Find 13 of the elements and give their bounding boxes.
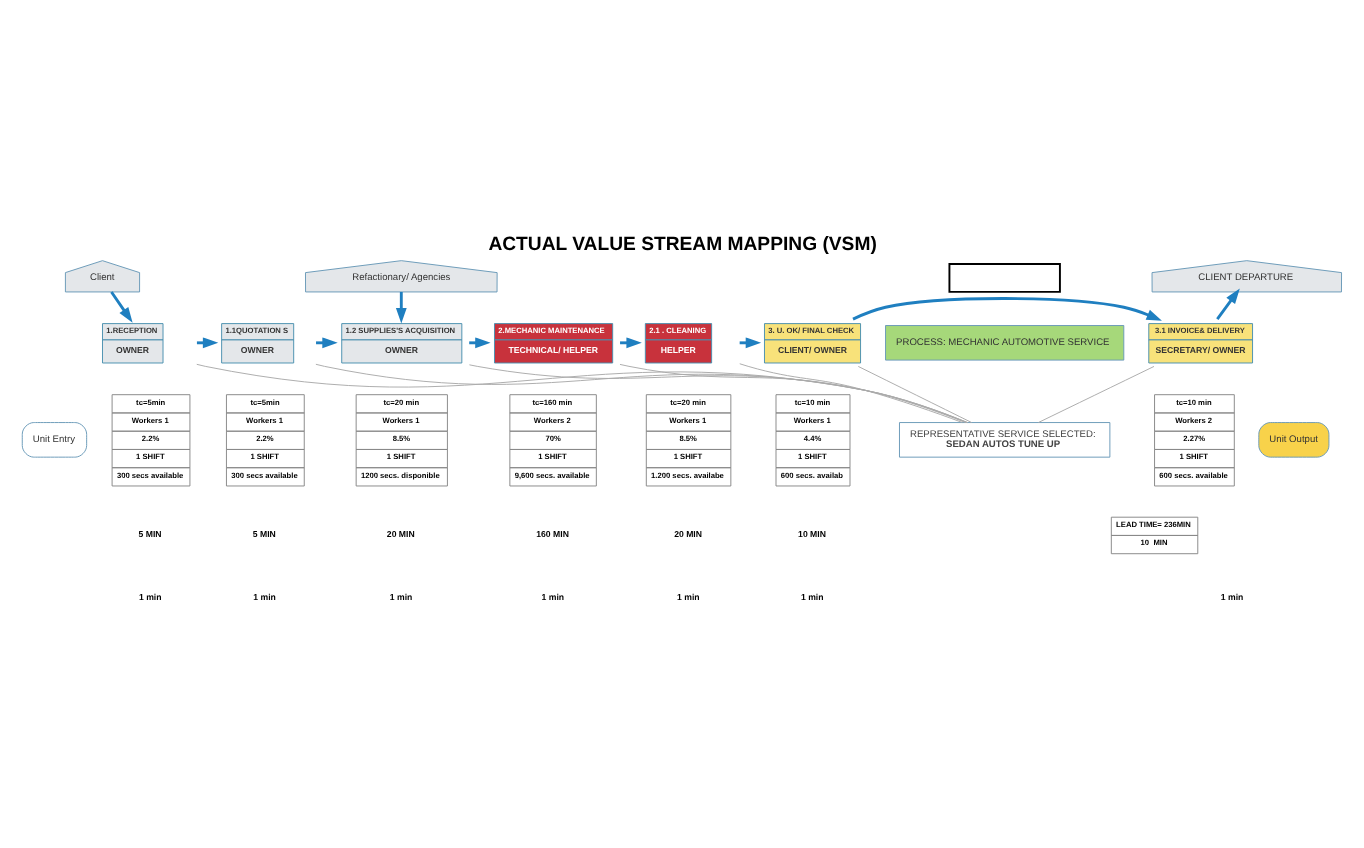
connector <box>315 363 968 424</box>
connector <box>619 363 966 423</box>
connector <box>1037 365 1155 423</box>
node-box <box>948 263 1061 293</box>
arrow <box>852 297 1162 321</box>
diagram-title: ACTUAL VALUE STREAM MAPPING (VSM) <box>488 234 877 257</box>
arrow <box>395 291 407 324</box>
connector <box>739 363 963 424</box>
connector <box>196 363 968 423</box>
arrow <box>110 291 133 323</box>
connector <box>468 364 968 423</box>
arrow <box>1216 288 1240 320</box>
connector <box>857 365 973 423</box>
